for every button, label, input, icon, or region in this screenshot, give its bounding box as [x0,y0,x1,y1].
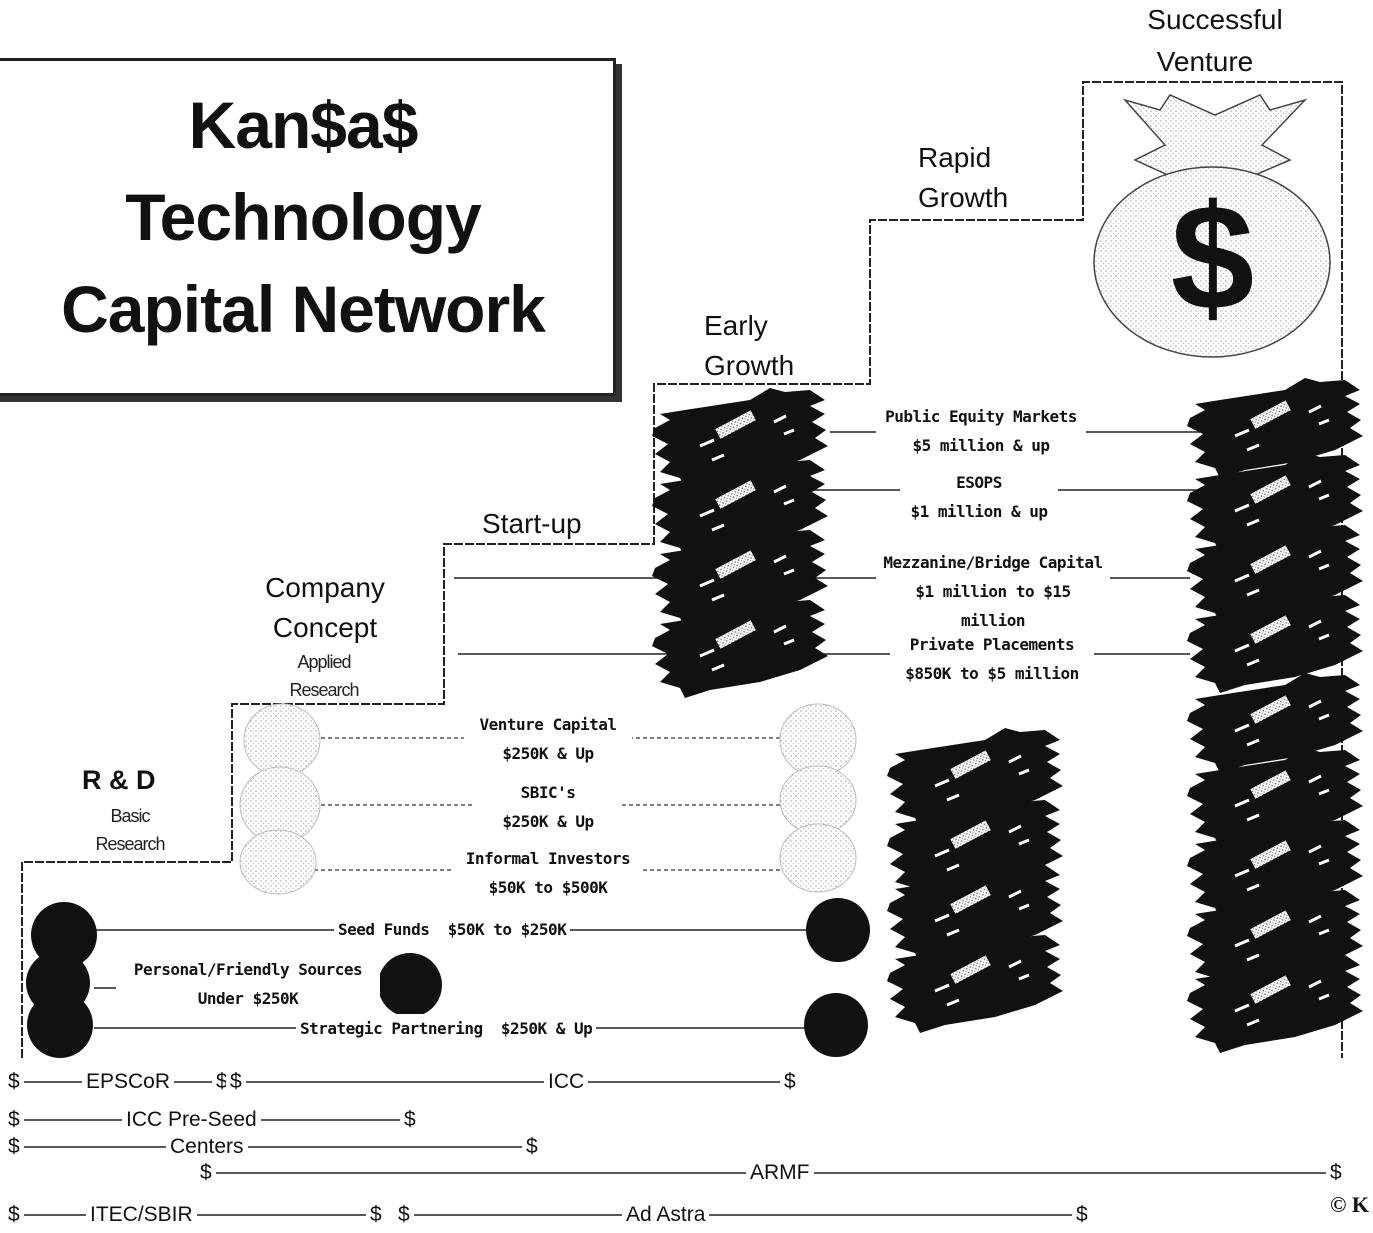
fund-sbics: SBIC's $250K & Up [474,778,622,836]
stage-rd-sub-1: Basic [110,806,150,826]
fund-public-equity-amount: $5 million & up [912,436,1051,455]
title-line-2: Technology [125,180,481,254]
title-line-1: Kan$a$ [188,88,419,162]
program-icc: ICC [544,1069,589,1095]
fund-venture-capital: Venture Capital $250K & Up [464,710,632,768]
dollar-mark-icon: $ [4,1134,24,1160]
fund-informal-investors: Informal Investors $50K to $500K [454,844,642,902]
fund-mezzanine-amount: $1 million to $15 million [915,582,1071,630]
fund-personal-friendly-amount: Under $250K [197,989,299,1008]
program-epscor: EPSCoR [82,1069,175,1095]
stage-rd-title: R & D [82,765,156,795]
dollar-mark-icon: $ [1326,1160,1346,1186]
stage-startup-title: Start-up [482,508,582,539]
program-ad-astra: Ad Astra [622,1202,710,1228]
stage-rd-sub-2: Research [95,834,165,854]
program-itec-sbir: ITEC/SBIR [86,1202,197,1228]
title-line-3: Capital Network [61,272,546,346]
title-box: Kan$a$ Technology Capital Network [0,58,616,396]
dollar-mark-icon: $ [1072,1202,1092,1228]
fund-private-placements: Private Placements $850K to $5 million [890,630,1094,688]
fund-mezzanine-name: Mezzanine/Bridge Capital [883,553,1103,572]
fund-seed-funds: Seed Funds $50K to $250K [334,915,571,944]
fund-informal-investors-name: Informal Investors [465,849,631,868]
stage-concept-sub-2: Research [289,680,359,700]
copyright-notice: © K [1330,1192,1370,1217]
dollar-mark-icon: $ [400,1107,420,1133]
fund-personal-friendly: Personal/Friendly Sources Under $250K [116,955,380,1013]
money-bag-dollar-icon: $ [1170,173,1255,341]
stage-early-title-2: Growth [704,350,795,381]
dollar-mark-icon: $ [780,1069,800,1095]
fund-private-placements-name: Private Placements [909,635,1075,654]
fund-informal-investors-amount: $50K to $500K [488,878,608,897]
fund-public-equity-name: Public Equity Markets [885,407,1077,426]
fund-esops: ESOPS $1 million & up [900,468,1058,526]
stage-concept-title-1: Company [265,572,385,603]
fund-public-equity: Public Equity Markets $5 million & up [876,402,1086,460]
dollar-mark-icon: $ [226,1069,246,1095]
program-icc-preseed: ICC Pre-Seed [122,1107,261,1133]
fund-esops-name: ESOPS [956,473,1002,492]
stage-rapid-title-1: Rapid [918,142,992,173]
fund-sbics-amount: $250K & Up [502,812,594,831]
dollar-mark-icon: $ [4,1202,24,1228]
stage-success-title-1: Successful [1147,4,1283,35]
dollar-mark-icon: $ [196,1160,216,1186]
program-centers: Centers [166,1134,248,1160]
stage-success-title-2: Venture [1156,46,1254,77]
dollar-mark-icon: $ [366,1202,386,1228]
fund-mezzanine: Mezzanine/Bridge Capital $1 million to $… [876,548,1110,635]
fund-sbics-name: SBIC's [520,783,576,802]
fund-venture-capital-name: Venture Capital [479,715,618,734]
fund-personal-friendly-name: Personal/Friendly Sources [133,960,363,979]
dollar-mark-icon: $ [522,1134,542,1160]
fund-esops-amount: $1 million & up [910,502,1049,521]
fund-private-placements-amount: $850K to $5 million [905,664,1079,683]
dollar-mark-icon: $ [4,1107,24,1133]
stage-early-title-1: Early [704,310,768,341]
stage-concept-title-2: Concept [272,612,378,643]
program-armf: ARMF [746,1160,814,1186]
dollar-mark-icon: $ [4,1069,24,1095]
stage-concept-sub-1: Applied [297,652,351,672]
fund-strategic-partnering: Strategic Partnering $250K & Up [296,1014,597,1043]
fund-venture-capital-amount: $250K & Up [502,744,594,763]
dollar-mark-icon: $ [394,1202,414,1228]
stage-rapid-title-2: Growth [918,182,1009,213]
